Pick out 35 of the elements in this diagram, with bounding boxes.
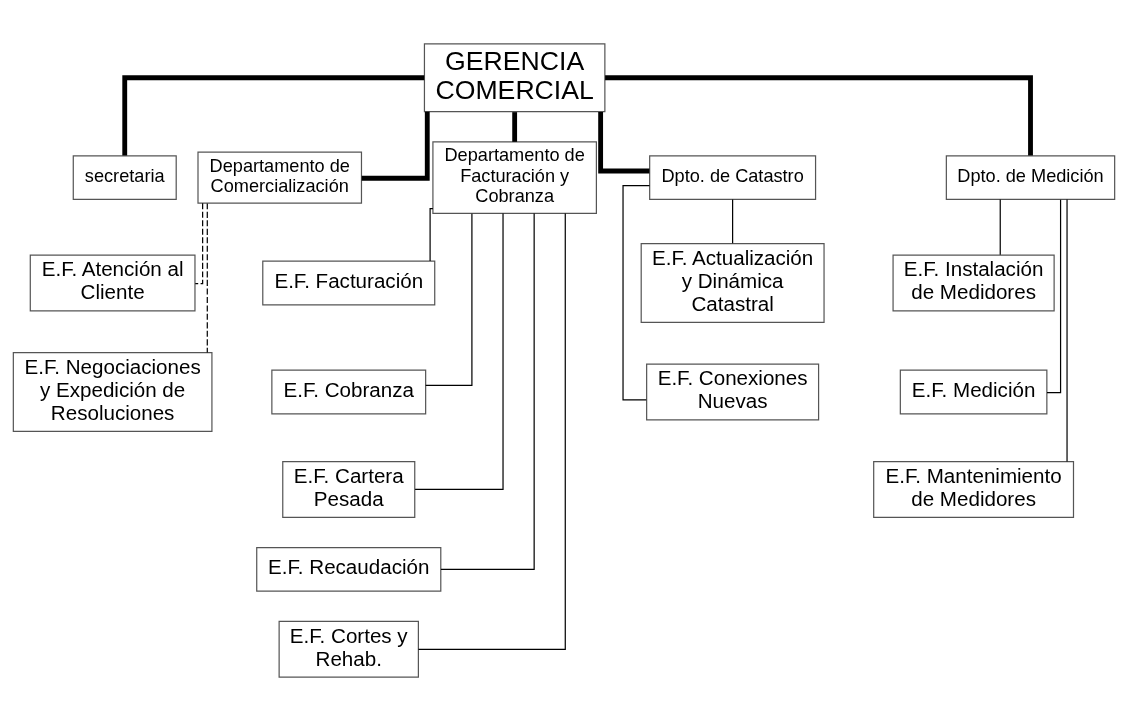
node-box: Dpto. de Catastro: [649, 154, 817, 200]
node-box: Dpto. de Medición: [945, 154, 1116, 200]
connector: [605, 74, 1033, 155]
node-box: E.F. Facturación: [262, 260, 436, 305]
connector: [417, 212, 566, 650]
node-box: E.F. Actualización y Dinámica Catastral: [640, 242, 825, 323]
node-box: E.F. Recaudación: [256, 546, 442, 592]
node-box: E.F. Mantenimiento de Medidores: [873, 460, 1075, 518]
node-box: Departamento de Comercialización: [197, 151, 363, 204]
connector: [598, 111, 650, 173]
connector: [622, 184, 651, 400]
node-box: secretaria: [72, 154, 177, 200]
node-box: E.F. Atención al Cliente: [29, 254, 196, 311]
connector: [194, 202, 204, 284]
node-box: E.F. Instalación de Medidores: [892, 254, 1055, 311]
node-box: GERENCIA COMERCIAL: [423, 42, 606, 112]
connector: [440, 212, 535, 570]
node-box: E.F. Cobranza: [271, 369, 427, 414]
connector: [732, 198, 734, 244]
connector: [425, 212, 473, 386]
node-box: E.F. Cartera Pesada: [282, 460, 416, 518]
connector: [206, 202, 208, 353]
node-box: E.F. Conexiones Nuevas: [646, 363, 820, 420]
connector: [429, 207, 434, 262]
connector: [414, 212, 504, 490]
node-box: Departamento de Facturación y Cobranza: [432, 140, 597, 214]
connector: [361, 111, 430, 181]
node-box: E.F. Negociaciones y Expedición de Resoluciones: [12, 351, 213, 432]
connector: [1046, 198, 1062, 393]
connector: [122, 74, 425, 155]
connector: [512, 111, 518, 142]
node-box: E.F. Cortes y Rehab.: [278, 620, 419, 678]
node-box: E.F. Medición: [899, 369, 1048, 414]
connector: [999, 198, 1001, 255]
connector: [1066, 198, 1068, 462]
